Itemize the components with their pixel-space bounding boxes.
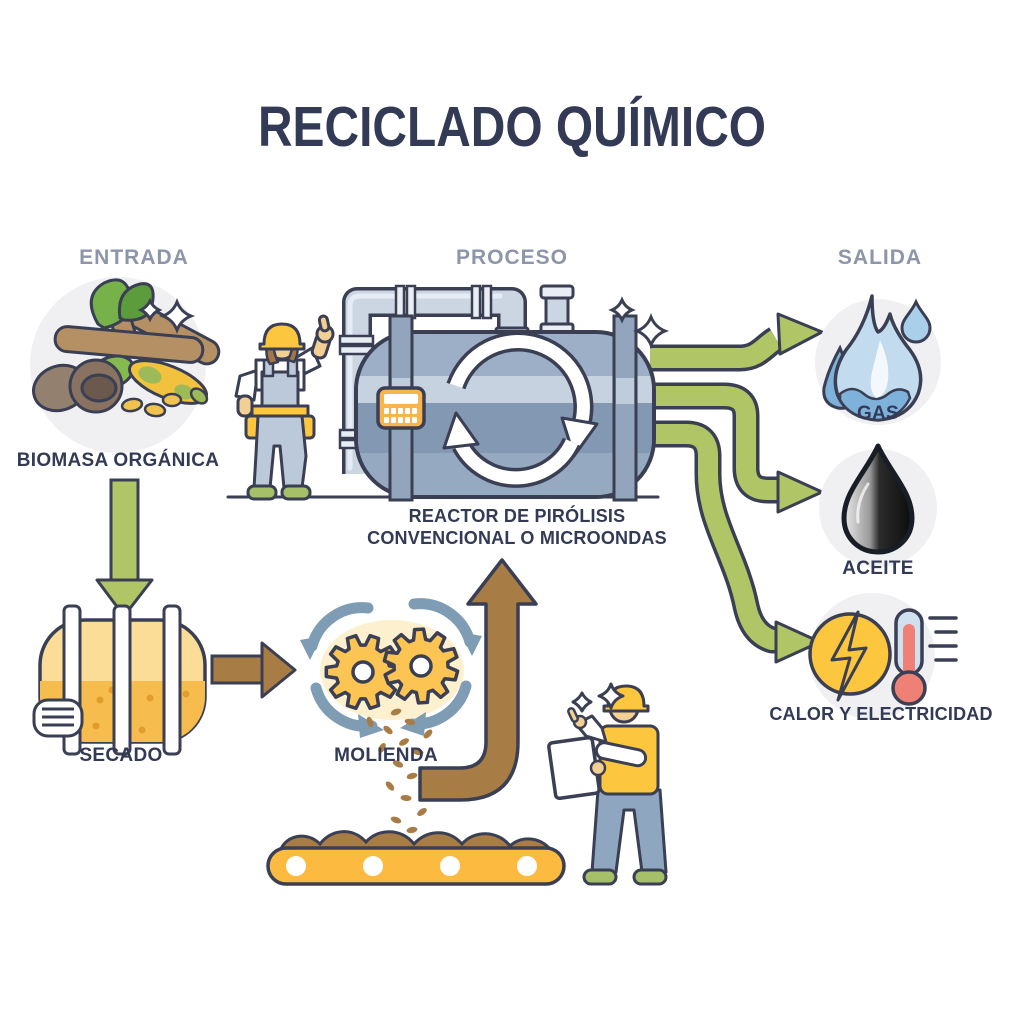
label-aceite: ACEITE <box>842 558 914 579</box>
biomass-illustration <box>30 277 221 453</box>
gas-icon <box>815 294 941 425</box>
drum-vent <box>32 698 84 738</box>
worker-thumbs-up <box>234 314 335 501</box>
sparkle-icon <box>597 682 625 710</box>
label-reactor-line1: REACTOR DE PIRÓLISIS <box>408 506 626 526</box>
worker-clipboard <box>547 682 668 886</box>
section-label-proceso: PROCESO <box>455 246 569 269</box>
hard-hat-icon <box>258 322 306 351</box>
thermometer-icon <box>891 608 958 706</box>
page-title: RECICLADO QUÍMICO <box>257 95 767 159</box>
lightning-thermometer-icon <box>808 593 958 719</box>
droplet-icon <box>900 298 932 344</box>
section-label-salida: SALIDA <box>837 246 923 269</box>
sparkle-icon <box>137 297 163 323</box>
sparkle-icon <box>608 296 636 324</box>
control-panel-icon <box>376 386 426 430</box>
oil-drop-icon <box>819 443 937 567</box>
sparkle-icon <box>571 691 593 713</box>
sparkle-icon <box>158 297 196 335</box>
ground-particles <box>366 708 433 834</box>
label-reactor-line2: CONVENCIONAL O MICROONDAS <box>367 528 667 548</box>
grinding-gears-icon <box>300 598 482 834</box>
flow-arrow-biomasa-secado <box>95 478 154 618</box>
label-biomasa-organica: BIOMASA ORGÁNICA <box>16 450 220 471</box>
sparkle-icon <box>632 312 670 350</box>
label-secado: SECADO <box>79 745 163 766</box>
conveyor-belt-icon <box>266 830 566 886</box>
reactor-leg <box>612 314 638 502</box>
label-molienda: MOLIENDA <box>334 745 438 766</box>
recycle-arrows-icon <box>442 331 599 488</box>
pyrolysis-reactor-illustration <box>354 296 670 502</box>
label-calor-electricidad: CALOR Y ELECTRICIDAD <box>769 704 993 724</box>
flow-arrow-secado-molienda <box>210 641 297 699</box>
flow-arrow-molienda-reactor <box>418 558 538 802</box>
section-label-entrada: ENTRADA <box>79 246 189 269</box>
flow-arrows-reactor-outputs <box>650 312 824 664</box>
label-gas: GAS <box>856 403 900 424</box>
drying-drum-icon <box>32 604 207 756</box>
